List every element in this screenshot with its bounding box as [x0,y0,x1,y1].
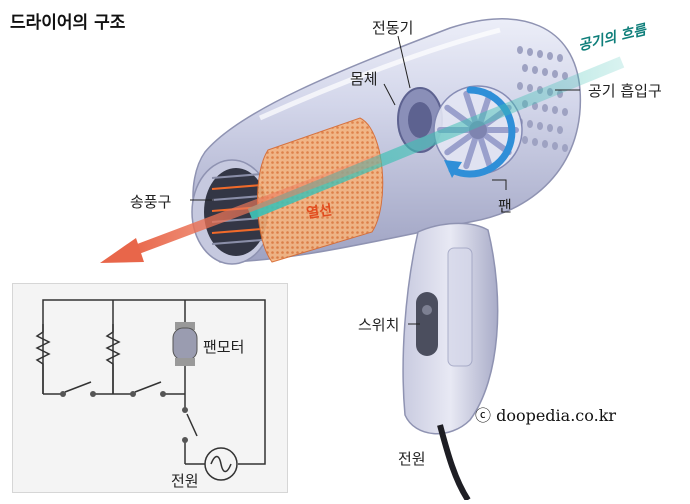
label-air-intake: 공기 흡입구 [588,80,662,101]
label-heating-wire: 열선 [305,199,333,222]
intake-hole [527,84,533,92]
intake-hole [517,46,523,54]
label-switch: 스위치 [358,314,399,335]
intake-hole [522,64,528,72]
intake-hole [542,140,548,148]
circuit-diagram: 팬모터 전원 [12,283,288,493]
power-cord [440,425,468,500]
intake-hole [517,82,523,90]
intake-hole [537,122,543,130]
intake-hole [537,50,543,58]
intake-hole [557,126,563,134]
label-body: 몸체 [350,68,378,89]
intake-hole [522,136,528,144]
intake-hole [557,54,563,62]
intake-hole [552,106,558,114]
intake-hole [552,70,558,78]
intake-hole [562,108,568,116]
label-blower: 송풍구 [130,191,171,212]
intake-hole [542,68,548,76]
intake-hole [527,120,533,128]
intake-hole [542,104,548,112]
intake-hole [552,142,558,150]
intake-hole [547,124,553,132]
intake-hole [532,138,538,146]
intake-hole [527,48,533,56]
page-title: 드라이어의 구조 [10,8,125,33]
intake-hole [547,52,553,60]
label-motor: 전동기 [372,17,413,38]
intake-hole [562,144,568,152]
circuit-drawing [13,284,289,494]
label-fan-motor: 팬모터 [203,336,244,357]
label-fan: 팬 [498,195,512,216]
fan-motor-symbol [173,322,197,366]
label-circuit-power: 전원 [171,470,199,491]
credit: ⓒ doopedia.co.kr [475,402,616,426]
intake-hole [532,66,538,74]
label-power: 전원 [398,448,426,469]
